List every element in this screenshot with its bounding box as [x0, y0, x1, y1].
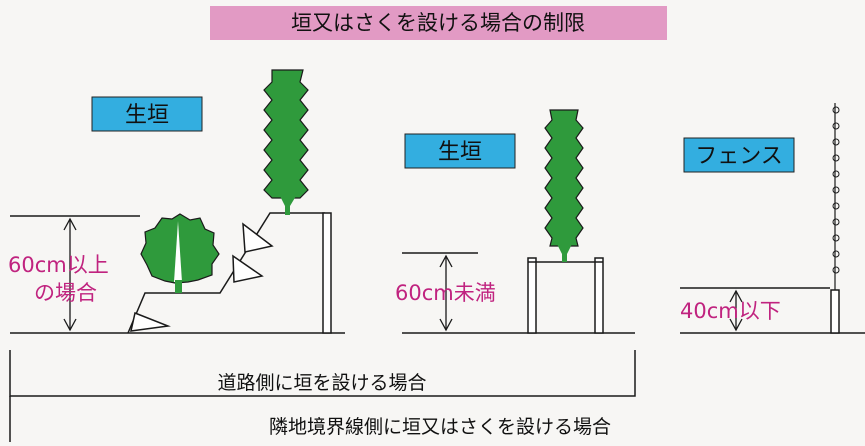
middle-label-box	[404, 133, 516, 169]
boundary-side-caption: 隣地境界線側に垣又はさくを設ける場合	[269, 416, 611, 438]
title-banner	[210, 6, 667, 40]
road-side-caption: 道路側に垣を設ける場合	[217, 372, 426, 394]
right-label-box	[683, 137, 795, 173]
middle-label-text: 生垣	[438, 140, 482, 165]
left-label-box	[91, 96, 203, 132]
road-side-bracket	[9, 350, 636, 397]
left-shrub	[140, 213, 220, 293]
middle-hedge	[544, 109, 584, 262]
left-height-arrow	[63, 217, 77, 332]
right-label-text: フェンス	[695, 144, 783, 169]
right-height-arrow	[729, 289, 743, 332]
fence	[830, 103, 840, 334]
middle-height-arrow	[439, 254, 453, 332]
left-panel: 生垣 60cm以上 の場合	[8, 69, 345, 334]
planter-box	[527, 257, 604, 334]
right-panel: フェンス 40cm以下	[680, 103, 865, 334]
left-label-text: 生垣	[125, 103, 169, 128]
diagram-title: 垣又はさくを設ける場合の制限	[291, 11, 585, 35]
right-height-label: 40cm以下	[680, 299, 781, 323]
middle-height-label: 60cm未満	[395, 281, 496, 305]
left-height-label-line1: 60cm以上	[8, 253, 109, 277]
left-tall-hedge	[263, 69, 309, 215]
fence-mesh	[832, 106, 840, 274]
middle-panel: 生垣 60cm未満	[395, 109, 635, 334]
left-height-label-line2: の場合	[34, 281, 97, 305]
